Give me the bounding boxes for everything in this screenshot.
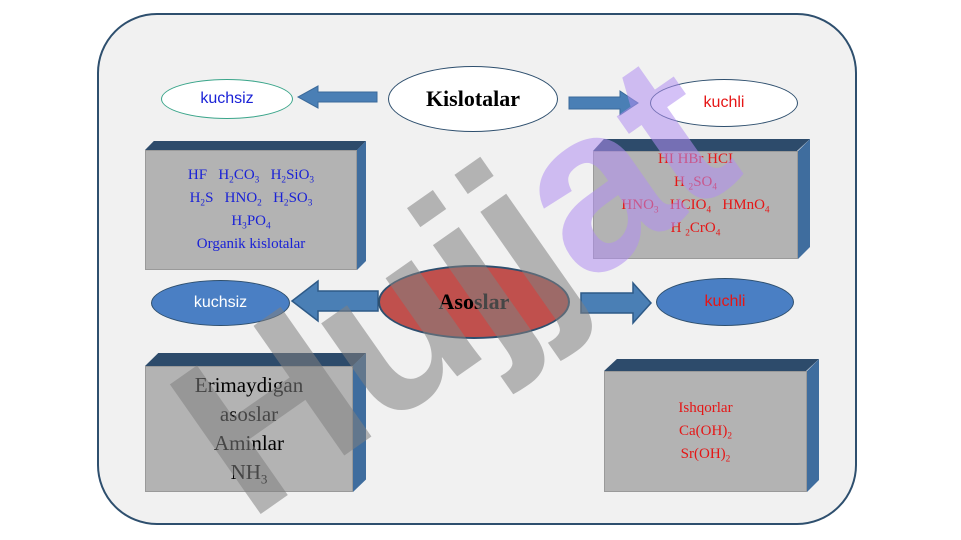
base-weak-line-2: asoslar [219, 402, 279, 426]
acid-weak-box: HF H2CO3 H2SiO3 H2S HNO2 H2SO3 H3PO4 Org… [145, 141, 366, 270]
base-strong-label: kuchli [704, 293, 746, 310]
acid-weak-line-2: H2S HNO2 H2SO3 [189, 190, 313, 209]
base-strong-line-1: Ishqorlar [678, 400, 733, 416]
acid-strong-line-1: HI HBr HCI [658, 151, 733, 167]
base-weak-line-1: Erimaydigan [194, 373, 304, 397]
acid-weak-label: kuchsiz [200, 90, 254, 107]
base-title-oval: Asoslar [378, 265, 570, 339]
acid-strong-line-3: HNO3 HCIO4 HMnO4 [621, 197, 770, 216]
base-title: Asoslar [438, 289, 510, 314]
acid-strong-box: HI HBr HCI H 2SO4 HNO3 HCIO4 HMnO4 H 2Cr… [593, 139, 810, 259]
base-weak-oval: kuchsiz [151, 280, 290, 326]
base-strong-oval: kuchli [656, 278, 794, 326]
base-strong-line-2: Ca(OH)2 [679, 423, 732, 442]
base-strong-box: Ishqorlar Ca(OH)2 Sr(OH)2 [604, 359, 819, 492]
acid-strong-line-4: H 2CrO4 [670, 220, 721, 239]
base-strong-line-3: Sr(OH)2 [680, 446, 731, 465]
acid-title: Kislotalar [425, 86, 521, 111]
acid-strong-line-2: H 2SO4 [673, 174, 718, 193]
acid-weak-line-4: Organik kislotalar [196, 236, 306, 252]
acid-strong-label: kuchli [703, 94, 745, 111]
acid-weak-oval: kuchsiz [161, 79, 293, 119]
base-weak-line-4: NH3 [230, 460, 268, 487]
arrow-right-acid [568, 90, 639, 116]
acid-weak-line-3: H3PO4 [231, 213, 271, 232]
acid-title-oval: Kislotalar [388, 66, 558, 132]
arrow-right-base [580, 281, 653, 325]
base-weak-line-3: Aminlar [214, 431, 284, 455]
arrow-left-acid [296, 85, 378, 109]
acid-weak-line-1: HF H2CO3 H2SiO3 [187, 167, 315, 186]
acid-strong-oval: kuchli [650, 79, 798, 127]
arrow-left-base [290, 279, 379, 323]
base-weak-label: kuchsiz [193, 294, 248, 311]
base-weak-box: Erimaydigan asoslar Aminlar NH3 [145, 353, 366, 492]
